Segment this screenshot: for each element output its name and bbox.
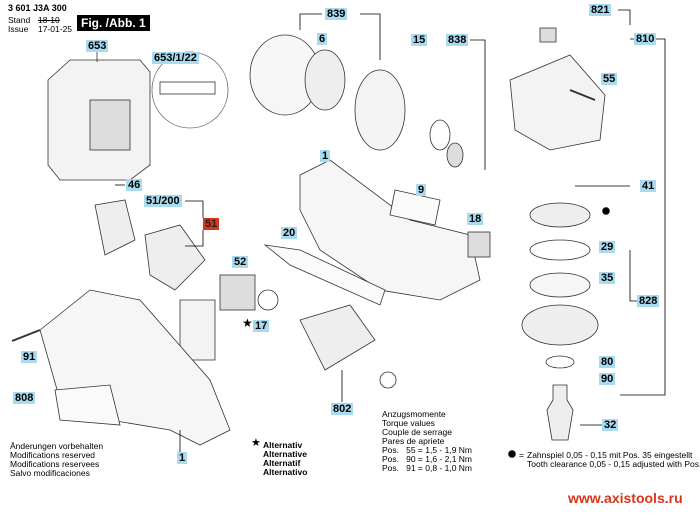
note-line: Couple de serrage bbox=[382, 427, 452, 437]
label-29[interactable]: 29 bbox=[599, 241, 616, 253]
label-91[interactable]: 91 bbox=[21, 351, 38, 363]
label-55[interactable]: 55 bbox=[601, 73, 618, 85]
label-15[interactable]: 15 bbox=[411, 34, 428, 46]
figure-title: Fig. /Abb. 1 bbox=[77, 15, 150, 31]
part-number: 3 601 J3A 300 bbox=[8, 3, 67, 13]
label-653-1-22[interactable]: 653/1/22 bbox=[152, 52, 199, 64]
flange-828 bbox=[521, 304, 599, 346]
spindle-32 bbox=[546, 384, 574, 441]
label-1-upper[interactable]: 1 bbox=[320, 150, 331, 162]
note-line: Anzugsmomente bbox=[382, 409, 446, 419]
part-810 bbox=[539, 27, 557, 43]
ring-80 bbox=[545, 355, 575, 369]
label-32[interactable]: 32 bbox=[602, 419, 619, 431]
label-802[interactable]: 802 bbox=[331, 403, 354, 415]
label-35[interactable]: 35 bbox=[599, 272, 616, 284]
label-17[interactable]: 17 bbox=[253, 320, 270, 332]
shim-35 bbox=[529, 272, 591, 298]
bearing-plate bbox=[354, 69, 406, 151]
battery-pack bbox=[47, 52, 151, 181]
part-52 bbox=[219, 274, 256, 311]
part-18 bbox=[467, 231, 491, 258]
label-6[interactable]: 6 bbox=[317, 33, 328, 45]
note-line: Torque values bbox=[382, 418, 435, 428]
label-41[interactable]: 41 bbox=[640, 180, 657, 192]
clearance-dot bbox=[602, 207, 610, 215]
star-icon: ★ bbox=[251, 437, 261, 449]
alternative-star-icon: ★ bbox=[242, 316, 253, 330]
label-90[interactable]: 90 bbox=[599, 373, 616, 385]
label-plate bbox=[159, 81, 216, 95]
gear-head-821 bbox=[509, 54, 606, 151]
label-839[interactable]: 839 bbox=[325, 8, 348, 20]
terminal-block bbox=[94, 199, 136, 256]
label-821[interactable]: 821 bbox=[589, 4, 612, 16]
note-line: Alternativ bbox=[263, 440, 303, 450]
label-51[interactable]: 51 bbox=[203, 218, 220, 230]
issue-label: Issue bbox=[8, 24, 29, 34]
fan bbox=[379, 371, 397, 389]
screw-55 bbox=[569, 89, 596, 101]
pinion-838 bbox=[446, 142, 464, 168]
note-line: Pos. 90 = 1,6 - 2,1 Nm bbox=[382, 454, 473, 464]
watermark-url[interactable]: www.axistools.ru bbox=[568, 490, 683, 506]
note-line: Alternativo bbox=[263, 467, 308, 477]
note-line: Alternative bbox=[263, 449, 307, 459]
label-51-200[interactable]: 51/200 bbox=[144, 195, 182, 207]
part-9 bbox=[389, 189, 441, 226]
motor-802 bbox=[299, 304, 376, 371]
switch bbox=[179, 299, 216, 361]
clearance-note-dot bbox=[508, 450, 516, 458]
note-line: Pos. 55 = 1,5 - 1,9 Nm bbox=[382, 445, 473, 455]
part-20 bbox=[263, 244, 386, 306]
gear-839 bbox=[304, 49, 346, 111]
label-20[interactable]: 20 bbox=[281, 227, 298, 239]
label-46[interactable]: 46 bbox=[126, 179, 143, 191]
note-line: Tooth clearance 0,05 - 0,15 adjusted wit… bbox=[527, 459, 700, 469]
label-653[interactable]: 653 bbox=[86, 40, 109, 52]
note-line: Pos. 91 = 0,8 - 1,0 Nm bbox=[382, 463, 473, 473]
label-828[interactable]: 828 bbox=[637, 295, 660, 307]
label-9[interactable]: 9 bbox=[416, 184, 427, 196]
bevel-gear bbox=[529, 202, 591, 228]
label-80[interactable]: 80 bbox=[599, 356, 616, 368]
label-1-lower[interactable]: 1 bbox=[177, 452, 188, 464]
note-line: Modifications reservees bbox=[10, 459, 100, 469]
label-810[interactable]: 810 bbox=[634, 33, 657, 45]
issue-value: 17-01-25 bbox=[38, 24, 73, 34]
note-line: Pares de apriete bbox=[382, 436, 445, 446]
note-line: Modifications reserved bbox=[10, 450, 96, 460]
stand-value: 18-10 bbox=[38, 15, 60, 25]
housing-half-top bbox=[299, 159, 481, 301]
note-line: Änderungen vorbehalten bbox=[10, 441, 104, 451]
switch-module bbox=[144, 224, 206, 291]
label-52[interactable]: 52 bbox=[232, 256, 249, 268]
part-17 bbox=[257, 289, 279, 311]
note-line: Salvo modificaciones bbox=[10, 468, 90, 478]
note-line: Zahnspiel 0,05 - 0,15 mit Pos. 35 einges… bbox=[527, 450, 693, 460]
screw-91 bbox=[11, 329, 41, 342]
note-line: Alternatif bbox=[263, 458, 301, 468]
stand-label: Stand bbox=[8, 15, 31, 25]
label-18[interactable]: 18 bbox=[467, 213, 484, 225]
nameplate-808 bbox=[54, 384, 121, 426]
ring-29 bbox=[529, 239, 591, 261]
bearing-15 bbox=[429, 119, 451, 151]
label-838[interactable]: 838 bbox=[446, 34, 469, 46]
label-808[interactable]: 808 bbox=[13, 392, 36, 404]
